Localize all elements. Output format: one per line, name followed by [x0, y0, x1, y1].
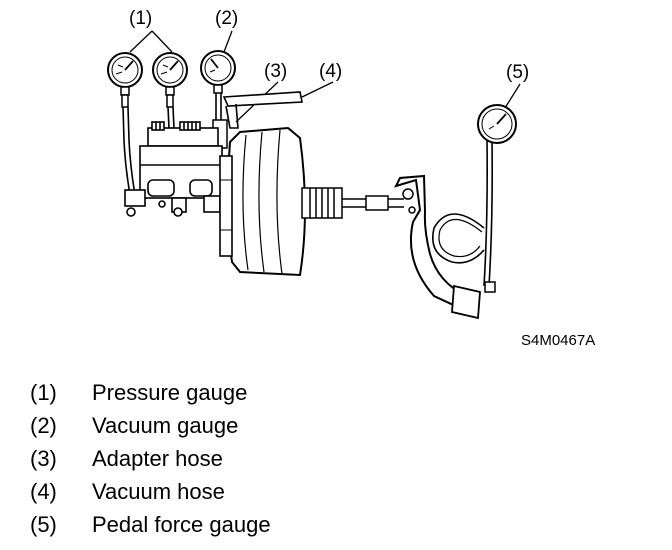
pressure-gauge-left	[107, 52, 143, 108]
legend-label: Vacuum hose	[92, 479, 225, 504]
legend-label: Pedal force gauge	[92, 512, 271, 537]
pressure-gauge-right	[152, 52, 188, 108]
legend-label: Adapter hose	[92, 446, 223, 471]
pedal-force-gauge	[432, 104, 517, 293]
legend-label: Pressure gauge	[92, 380, 248, 405]
callout-5: (5)	[506, 62, 529, 83]
legend-number: (1)	[30, 380, 57, 405]
adapter-and-vacuum-hose	[212, 91, 303, 149]
legend-number: (2)	[30, 413, 57, 438]
legend-item-3: (3) Adapter hose	[30, 444, 430, 477]
callout-1: (1)	[129, 8, 152, 29]
callout-4: (4)	[319, 61, 342, 82]
callout-3: (3)	[264, 61, 287, 82]
legend-item-2: (2) Vacuum gauge	[30, 411, 430, 444]
legend-item-1: (1) Pressure gauge	[30, 378, 430, 411]
legend-number: (4)	[30, 479, 57, 504]
legend-item-5: (5) Pedal force gauge	[30, 510, 430, 543]
vacuum-gauge	[200, 50, 236, 94]
leader-lines	[129, 30, 521, 123]
legend-number: (3)	[30, 446, 57, 471]
legend-item-4: (4) Vacuum hose	[30, 477, 430, 510]
legend-label: Vacuum gauge	[92, 413, 239, 438]
legend-number: (5)	[30, 512, 57, 537]
brake-booster	[219, 126, 306, 277]
callout-2: (2)	[215, 8, 238, 29]
brake-booster-test-diagram: (1) (2) (3) (4) (5)	[107, 8, 595, 349]
figure-code: S4M0467A	[521, 332, 595, 349]
pushrod-assembly	[301, 187, 404, 219]
brake-pedal	[394, 174, 481, 320]
legend: (1) Pressure gauge (2) Vacuum gauge (3) …	[30, 378, 430, 543]
master-cylinder	[124, 121, 223, 217]
